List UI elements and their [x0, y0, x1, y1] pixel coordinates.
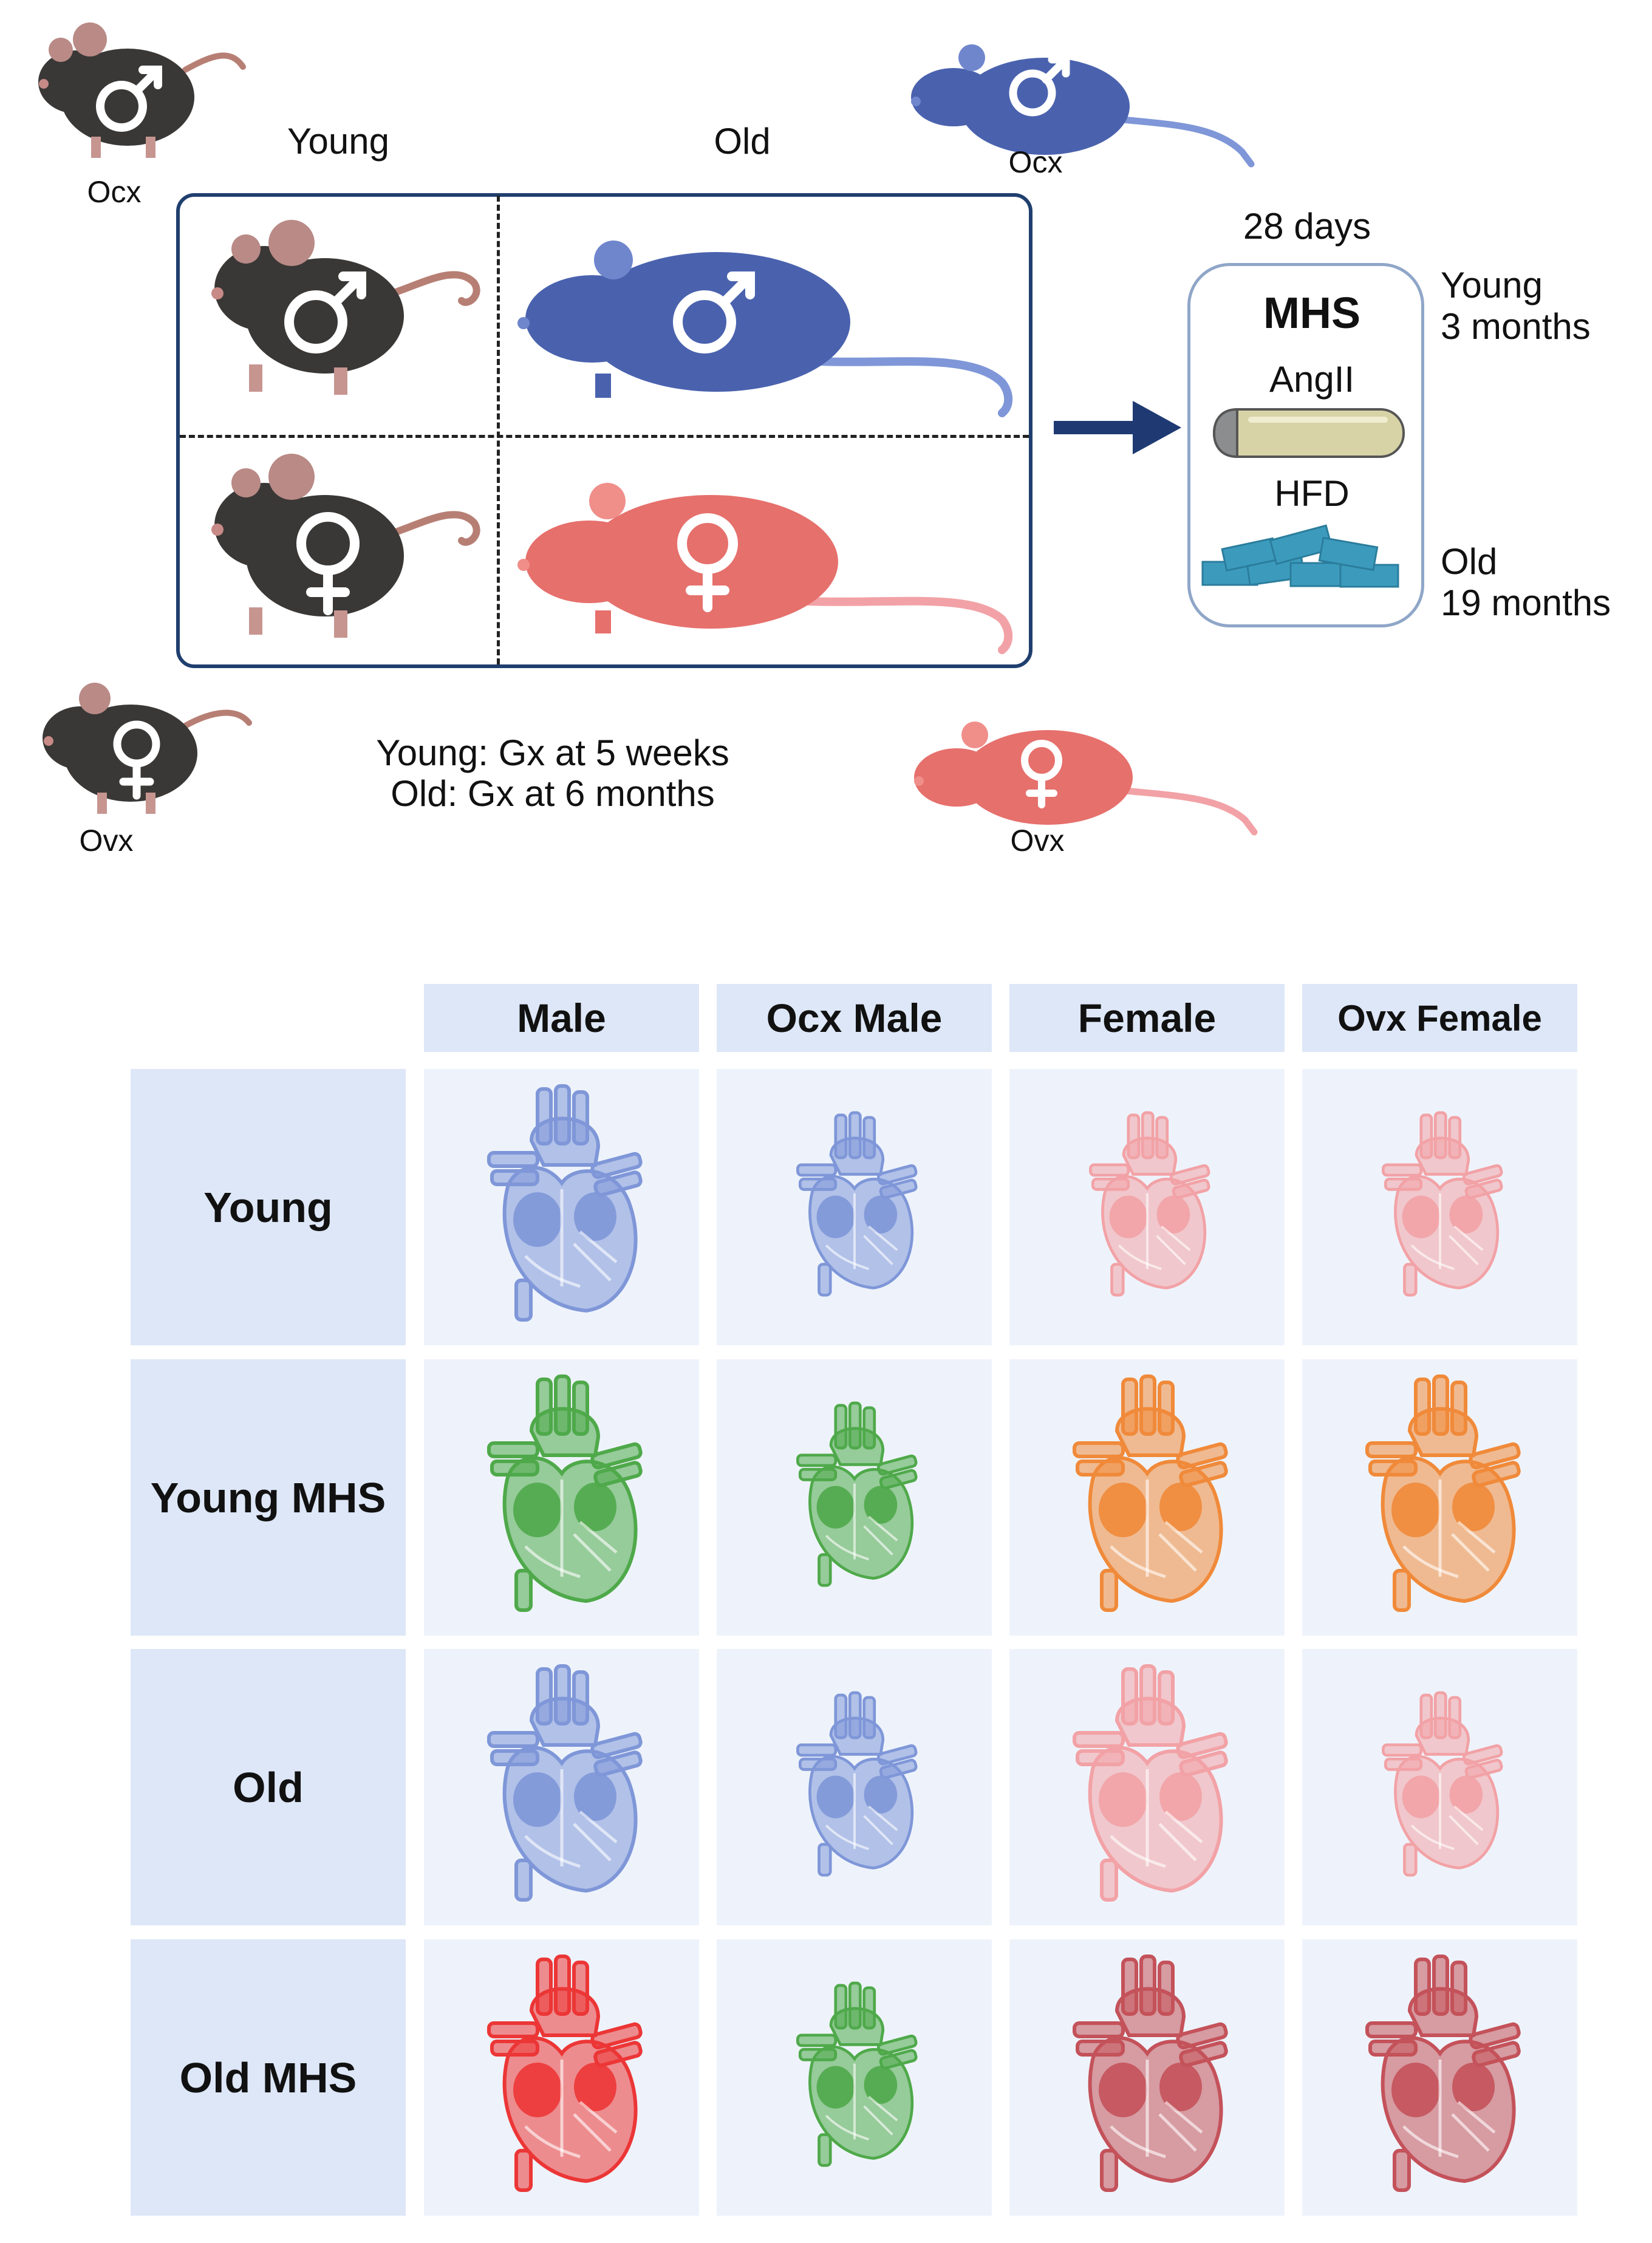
female-symbol-icon — [296, 512, 360, 615]
old-female-mouse — [517, 483, 1013, 654]
column-header-male: Male — [424, 984, 699, 1052]
heart-cell-young-mhs-male — [424, 1359, 699, 1636]
heart-icon — [1381, 1691, 1503, 1877]
heart-icon — [486, 1084, 643, 1322]
male-symbol-icon — [673, 271, 755, 353]
horizontal-divider — [180, 435, 1029, 438]
row-header-young: Young — [131, 1069, 406, 1345]
old-age-label: Old — [1441, 541, 1498, 582]
heart-cell-young-ocx-male — [717, 1069, 992, 1345]
heart-icon — [486, 1374, 643, 1612]
heart-cell-old-mhs-ovx-female — [1302, 1939, 1577, 2216]
heart-cell-young-ovx-female — [1302, 1069, 1577, 1345]
heart-icon — [1072, 1954, 1228, 2192]
ocx-old-male-mouse — [911, 44, 1255, 168]
heart-icon — [796, 1111, 918, 1297]
ovx-left-label: Ovx — [79, 824, 134, 858]
ocx-left-label: Ocx — [87, 175, 142, 209]
old-months-label: 19 months — [1441, 582, 1611, 623]
female-symbol-icon — [677, 513, 738, 612]
heart-icon — [796, 1691, 918, 1877]
ocx-young-male-mouse — [38, 22, 246, 158]
heart-icon — [1381, 1111, 1503, 1297]
young-column-label: Young — [287, 121, 389, 162]
heart-cell-young-mhs-ovx-female — [1302, 1359, 1577, 1636]
hfd-label: HFD — [1274, 473, 1350, 514]
angii-pump-icon — [1212, 408, 1405, 459]
gx-young-label: Young: Gx at 5 weeks — [376, 732, 729, 773]
ocx-right-label: Ocx — [1008, 145, 1063, 179]
heart-cell-young-mhs-ocx-male — [717, 1359, 992, 1636]
female-symbol-icon — [1021, 740, 1062, 808]
column-header-ocx-male: Ocx Male — [717, 984, 992, 1052]
heart-cell-young-male — [424, 1069, 699, 1345]
heart-icon — [486, 1664, 643, 1902]
old-male-mouse — [517, 241, 1013, 417]
young-male-mouse — [211, 220, 480, 395]
hfd-food-pellets-icon — [1201, 524, 1399, 588]
heart-cell-old-ocx-male — [717, 1649, 992, 1925]
row-header-old-mhs: Old MHS — [131, 1939, 406, 2216]
heart-cell-old-male — [424, 1649, 699, 1925]
young-months-label: 3 months — [1441, 306, 1591, 347]
arrow-right-icon — [1054, 401, 1181, 454]
heart-icon — [1072, 1374, 1228, 1612]
heart-cell-old-mhs-ocx-male — [717, 1939, 992, 2216]
male-symbol-icon — [284, 271, 366, 353]
mhs-label: MHS — [1263, 289, 1360, 338]
column-header-ovx-female: Ovx Female — [1302, 984, 1577, 1052]
heart-cell-old-mhs-male — [424, 1939, 699, 2216]
heart-cell-old-female — [1009, 1649, 1285, 1925]
male-symbol-icon — [96, 66, 162, 132]
heart-icon — [796, 1981, 918, 2167]
column-header-female: Female — [1009, 984, 1285, 1052]
heart-icon — [1072, 1664, 1228, 1902]
heart-icon — [1365, 1954, 1521, 2192]
heart-cell-old-mhs-female — [1009, 1939, 1285, 2216]
heart-icon — [1365, 1374, 1521, 1612]
row-header-old: Old — [131, 1649, 406, 1925]
heart-icon — [486, 1954, 643, 2192]
angii-label: AngII — [1269, 359, 1355, 400]
young-female-mouse — [211, 454, 480, 638]
ovx-right-label: Ovx — [1010, 824, 1065, 858]
study-design-box — [176, 193, 1032, 668]
female-symbol-icon — [113, 720, 160, 800]
heart-cell-young-mhs-female — [1009, 1359, 1285, 1636]
ovx-old-female-mouse — [914, 722, 1258, 836]
heart-icon — [796, 1401, 918, 1587]
vertical-divider — [497, 196, 500, 664]
male-symbol-icon — [1009, 55, 1070, 117]
ovx-young-female-mouse — [43, 683, 252, 814]
young-age-label: Young — [1441, 265, 1543, 306]
gx-old-label: Old: Gx at 6 months — [391, 773, 715, 814]
heart-icon — [1088, 1111, 1210, 1297]
heart-cell-young-female — [1009, 1069, 1285, 1345]
heart-cell-old-ovx-female — [1302, 1649, 1577, 1925]
old-column-label: Old — [714, 121, 771, 162]
duration-label: 28 days — [1243, 206, 1371, 247]
row-header-young-mhs: Young MHS — [131, 1359, 406, 1636]
